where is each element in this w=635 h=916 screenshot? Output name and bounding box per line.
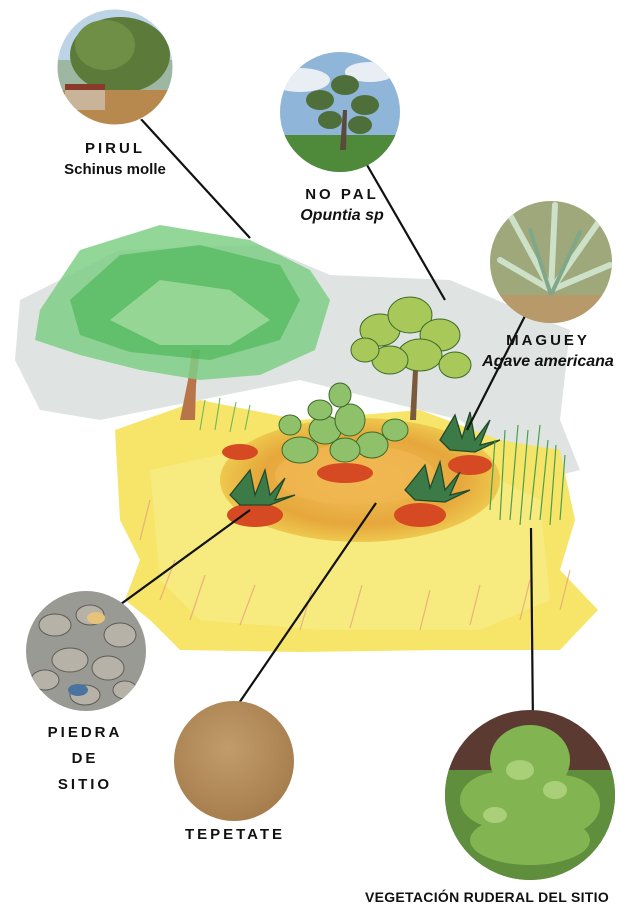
pirul-photo — [57, 9, 173, 125]
tepetate-swatch — [174, 701, 294, 821]
piedra-line-2: DE — [30, 746, 140, 772]
nopal-photo — [270, 52, 400, 172]
piedra-photo — [26, 591, 146, 711]
pirul-scientific-name: Schinus molle — [40, 161, 190, 178]
nopal-common-name: NO PAL — [262, 186, 422, 203]
nopal-label: NO PAL Opuntia sp — [262, 186, 422, 226]
nopal-scientific-name: Opuntia sp — [262, 207, 422, 225]
vegetacion-label: VEGETACIÓN RUDERAL DEL SITIO — [352, 889, 622, 905]
pirul-label: PIRUL Schinus molle — [40, 140, 190, 179]
piedra-label: PIEDRA DE SITIO — [30, 720, 140, 798]
maguey-common-name: MAGUEY — [463, 332, 633, 349]
pirul-common-name: PIRUL — [40, 140, 190, 157]
piedra-line-3: SITIO — [30, 772, 140, 798]
tepetate-label: TEPETATE — [170, 826, 300, 843]
vegetacion-photo — [445, 710, 615, 880]
maguey-label: MAGUEY Agave americana — [463, 332, 633, 372]
maguey-scientific-name: Agave americana — [463, 353, 633, 371]
piedra-line-1: PIEDRA — [30, 720, 140, 746]
maguey-photo — [490, 201, 612, 323]
